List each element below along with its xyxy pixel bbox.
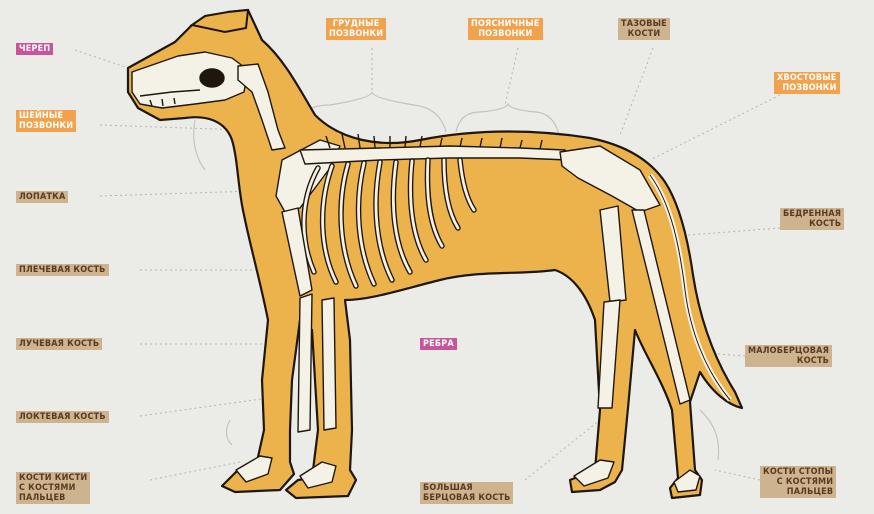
- label-ribs: РЕБРА: [420, 338, 457, 350]
- label-fibula: МАЛОБЕРЦОВАЯ КОСТЬ: [745, 345, 832, 367]
- radius-bone: [298, 294, 312, 432]
- label-ulna: ЛОКТЕВАЯ КОСТЬ: [16, 411, 109, 423]
- label-pelvic-bones: ТАЗОВЫЕ КОСТИ: [618, 18, 670, 40]
- label-lumbar-vertebrae: ПОЯСНИЧНЫЕ ПОЗВОНКИ: [468, 18, 543, 40]
- label-scapula: ЛОПАТКА: [16, 191, 68, 203]
- label-radius: ЛУЧЕВАЯ КОСТЬ: [16, 338, 102, 350]
- label-cervical-vertebrae: ШЕЙНЫЕ ПОЗВОНКИ: [16, 110, 76, 132]
- label-forepaw-bones: КОСТИ КИСТИ С КОСТЯМИ ПАЛЬЦЕВ: [16, 472, 90, 504]
- label-thoracic-vertebrae: ГРУДНЫЕ ПОЗВОНКИ: [326, 18, 386, 40]
- label-skull: ЧЕРЕП: [16, 43, 53, 55]
- label-femur: БЕДРЕННАЯ КОСТЬ: [780, 208, 844, 230]
- label-tibia: БОЛЬШАЯ БЕРЦОВАЯ КОСТЬ: [420, 482, 513, 504]
- label-caudal-vertebrae: ХВОСТОВЫЕ ПОЗВОНКИ: [774, 72, 840, 94]
- label-hindpaw-bones: КОСТИ СТОПЫ С КОСТЯМИ ПАЛЬЦЕВ: [760, 466, 836, 498]
- label-humerus: ПЛЕЧЕВАЯ КОСТЬ: [16, 264, 109, 276]
- ulna-bone: [322, 298, 336, 430]
